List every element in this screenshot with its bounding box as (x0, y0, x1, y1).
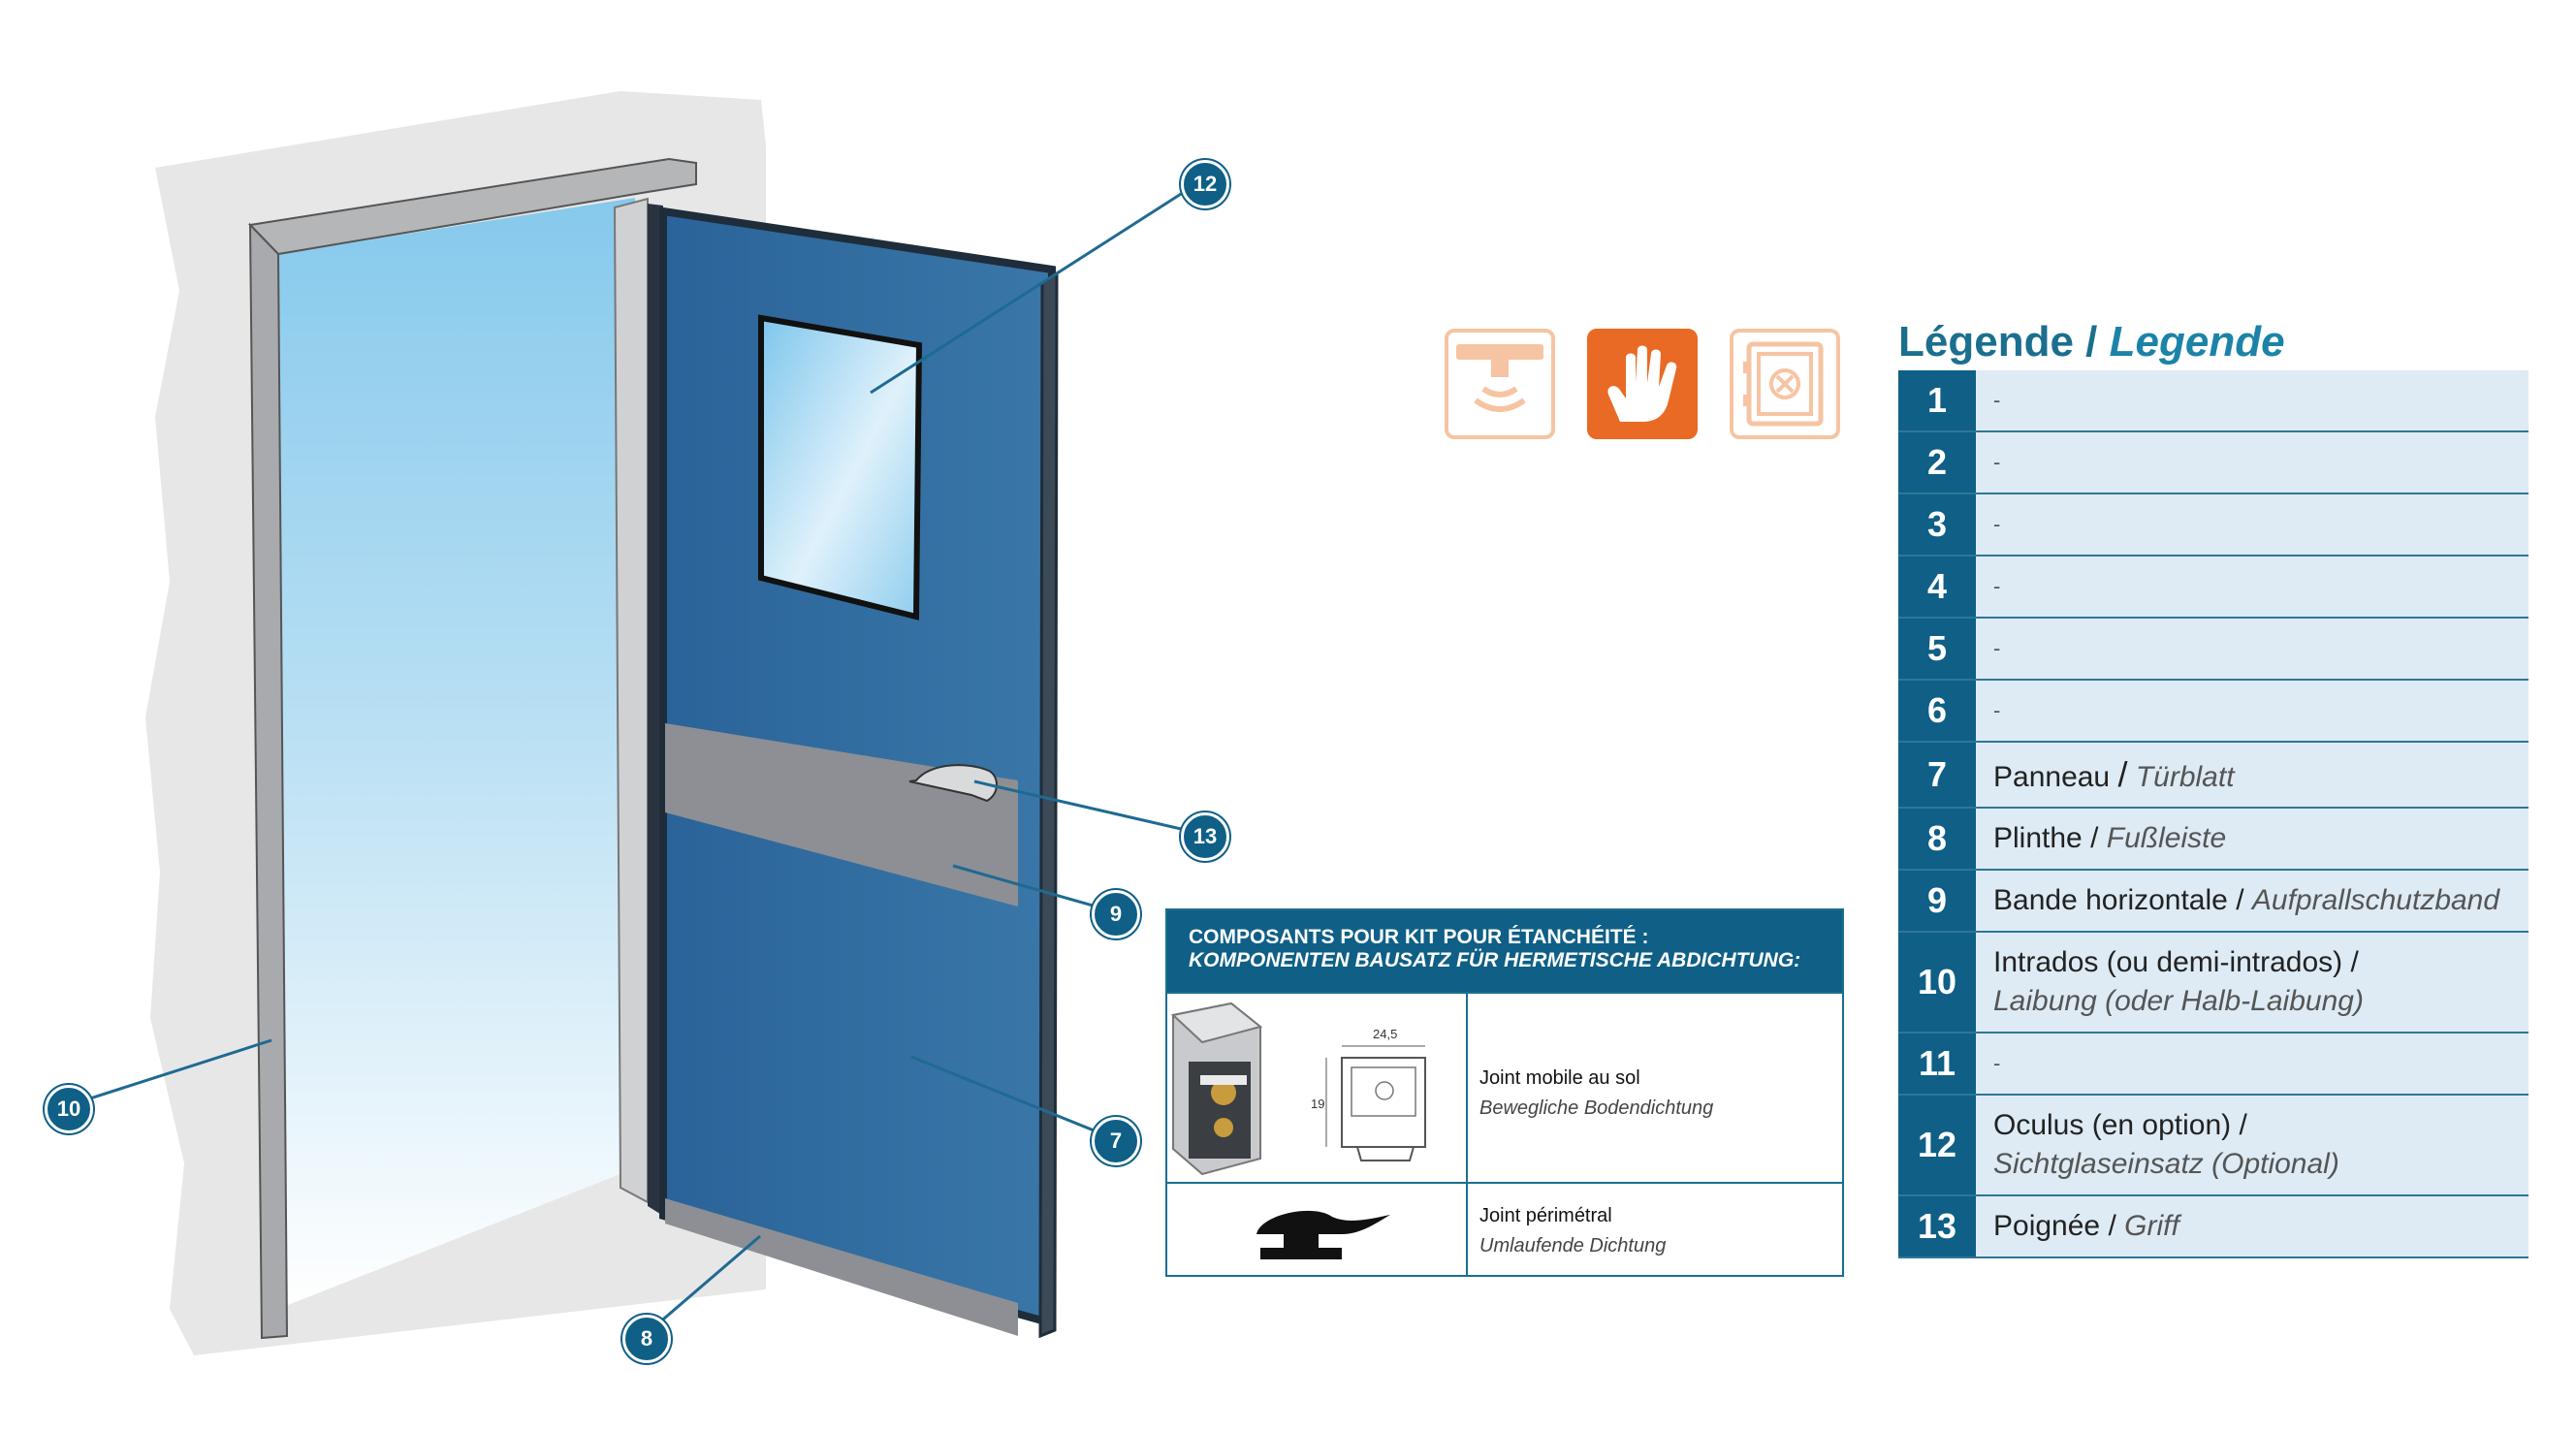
legend-text: - (1993, 574, 2001, 598)
callout-badge: 10 (45, 1085, 93, 1133)
legend-row: 2 - (1898, 432, 2528, 494)
hand-icon (1587, 329, 1698, 439)
legend-number: 9 (1898, 871, 1976, 931)
legend-text-de: Griff (2124, 1210, 2179, 1242)
legend-row: 10 Intrados (ou demi-intrados) / Laibung… (1898, 933, 2528, 1034)
callout-badge: 13 (1181, 812, 1229, 861)
door-window (758, 314, 923, 620)
callout-badge: 9 (1092, 890, 1140, 938)
callout-badge: 12 (1181, 160, 1229, 208)
legend-separator: / (2117, 754, 2128, 794)
legend-number: 2 (1898, 432, 1976, 493)
legend-row: 12 Oculus (en option) / Sichtglaseinsatz… (1898, 1096, 2528, 1196)
legend-text: - (1993, 450, 2001, 474)
legend-text-de: Laibung (oder Halb-Laibung) (1993, 985, 2364, 1017)
legend-text: - (1993, 698, 2001, 722)
legend-text: - (1993, 636, 2001, 660)
legend: Légende / Legende 1 - 2 - 3 - 4 - 5 - 6 … (1898, 314, 2528, 1258)
kick-plate (665, 1198, 1018, 1336)
legend-row: 5 - (1898, 619, 2528, 681)
door-side-seal (1038, 270, 1059, 1339)
legend-separator: / (2108, 1210, 2116, 1242)
legend-number: 13 (1898, 1196, 1976, 1256)
kit-title-de: KOMPONENTEN BAUSATZ FÜR HERMETISCHE ABDI… (1189, 949, 1801, 971)
legend-number: 5 (1898, 619, 1976, 679)
floor-seal-width: 24,5 (1373, 1027, 1397, 1041)
legend-text: - (1993, 388, 2001, 412)
kit-header: COMPOSANTS POUR KIT POUR ÉTANCHÉITÉ : KO… (1167, 910, 1842, 992)
legend-text-de: Fußleiste (2106, 822, 2227, 854)
legend-text-fr: Poignée (1993, 1210, 2101, 1242)
door-handle (908, 764, 998, 803)
legend-row: 1 - (1898, 370, 2528, 432)
frame-left-jamb (248, 222, 289, 1340)
legend-text-fr: Bande horizontale (1993, 884, 2228, 916)
legend-number: 3 (1898, 494, 1976, 555)
legend-number: 10 (1898, 933, 1976, 1032)
floor-seal-illustration: 24,5 19 (1167, 994, 1468, 1184)
horizontal-band (665, 723, 1018, 906)
legend-text-fr: Panneau (1993, 761, 2111, 793)
legend-separator: / (2236, 884, 2244, 916)
legend-row: 7 Panneau / Türblatt (1898, 743, 2528, 809)
legend-text: - (1993, 1051, 2001, 1075)
legend-row: 8 Plinthe / Fußleiste (1898, 809, 2528, 871)
legend-row: 3 - (1898, 494, 2528, 556)
kit-row-floor-seal: 24,5 19 Joint mobile au sol Bewegliche B… (1167, 992, 1842, 1184)
sensor-icon (1445, 329, 1555, 439)
legend-row: 11 - (1898, 1034, 2528, 1096)
kit-item-fr: Joint mobile au sol (1479, 1067, 1640, 1089)
legend-title-de: Legende (2109, 318, 2285, 366)
door-illustration (65, 91, 1202, 1355)
legend-text-fr: Intrados (ou demi-intrados) / (1993, 946, 2359, 978)
kit-item-de: Bewegliche Bodendichtung (1479, 1097, 1714, 1119)
legend-title-separator: / (2085, 318, 2098, 366)
legend-text-de: Türblatt (2135, 761, 2235, 793)
kit-title-fr: COMPOSANTS POUR KIT POUR ÉTANCHÉITÉ : (1189, 926, 1649, 948)
door-opening (278, 198, 635, 1307)
legend-number: 12 (1898, 1096, 1976, 1194)
legend-row: 6 - (1898, 681, 2528, 743)
legend-number: 4 (1898, 556, 1976, 617)
legend-row: 9 Bande horizontale / Aufprallschutzband (1898, 871, 2528, 933)
sealing-kit-panel: COMPOSANTS POUR KIT POUR ÉTANCHÉITÉ : KO… (1165, 908, 1844, 1277)
callout-badge: 7 (1092, 1117, 1140, 1165)
frame-right-jamb (613, 197, 649, 1204)
legend-title: Légende / Legende (1898, 314, 2528, 370)
legend-title-fr: Légende (1898, 318, 2074, 366)
legend-text-de: Aufprallschutzband (2251, 884, 2500, 916)
legend-separator: / (2090, 822, 2099, 854)
legend-text-fr: Oculus (en option) / (1993, 1109, 2247, 1141)
legend-number: 6 (1898, 681, 1976, 741)
legend-number: 8 (1898, 809, 1976, 869)
floor-seal-height: 19 (1311, 1097, 1324, 1111)
legend-row: 4 - (1898, 556, 2528, 619)
kit-item-de: Umlaufende Dichtung (1479, 1235, 1667, 1256)
legend-number: 11 (1898, 1034, 1976, 1094)
legend-number: 7 (1898, 743, 1976, 807)
kit-row-perimeter-seal: Joint périmétral Umlaufende Dichtung (1167, 1182, 1842, 1277)
safe-icon (1730, 329, 1840, 439)
legend-text: - (1993, 512, 2001, 536)
callout-badge: 8 (622, 1315, 671, 1363)
legend-text-de: Sichtglaseinsatz (Optional) (1993, 1148, 2339, 1180)
legend-text-fr: Plinthe (1993, 822, 2083, 854)
kit-item-fr: Joint périmétral (1479, 1205, 1612, 1226)
perimeter-seal-illustration (1167, 1184, 1468, 1277)
legend-row: 13 Poignée / Griff (1898, 1196, 2528, 1258)
legend-number: 1 (1898, 370, 1976, 430)
